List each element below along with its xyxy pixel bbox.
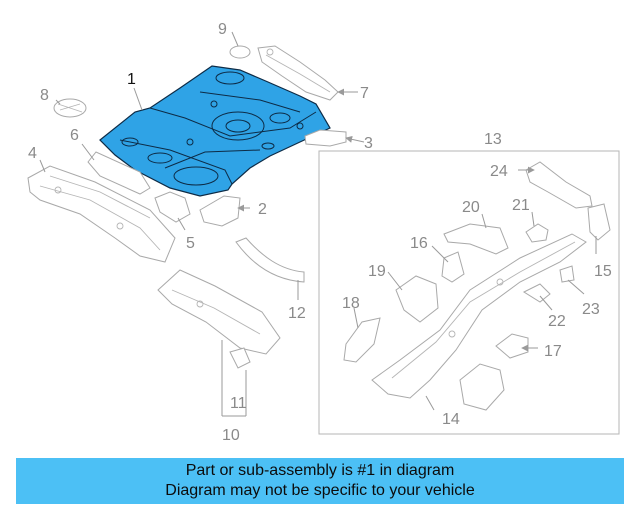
- part-24-reinforcement[interactable]: [525, 161, 593, 209]
- part-5-bracket[interactable]: [154, 191, 191, 223]
- part-14-housing[interactable]: [459, 363, 505, 411]
- part-11-bracket[interactable]: [229, 347, 251, 369]
- callout-24: 24: [490, 163, 508, 180]
- part-7-rear-member[interactable]: [257, 45, 339, 101]
- part-16-bracket[interactable]: [441, 251, 465, 283]
- part-22-bracket[interactable]: [522, 283, 551, 303]
- part-8-plug[interactable]: [53, 98, 87, 118]
- callout-14: 14: [442, 411, 460, 428]
- callout-4: 4: [28, 145, 37, 162]
- group-box-13: [318, 150, 620, 435]
- part-20-panel[interactable]: [443, 223, 509, 255]
- callout-19: 19: [368, 263, 386, 280]
- info-banner: Part or sub-assembly is #1 in diagram Di…: [16, 458, 624, 504]
- banner-line-2: Diagram may not be specific to your vehi…: [165, 482, 475, 499]
- callout-17: 17: [544, 343, 562, 360]
- part-2-gusset[interactable]: [199, 195, 241, 227]
- banner-line-1: Part or sub-assembly is #1 in diagram: [185, 462, 455, 479]
- callout-5: 5: [186, 235, 195, 252]
- part-10-side-member[interactable]: [157, 269, 281, 355]
- callout-13: 13: [484, 131, 502, 148]
- part-21-bracket[interactable]: [525, 223, 549, 243]
- part-19-bracket[interactable]: [395, 275, 439, 323]
- part-17-mount[interactable]: [495, 333, 529, 359]
- callout-16: 16: [410, 235, 428, 252]
- callout-8: 8: [40, 87, 49, 104]
- callout-7: 7: [360, 85, 369, 102]
- part-18-bracket[interactable]: [343, 317, 381, 363]
- callout-20: 20: [462, 199, 480, 216]
- callout-15: 15: [594, 263, 612, 280]
- callout-9: 9: [218, 21, 227, 38]
- callout-22: 22: [548, 313, 566, 330]
- part-1-rear-floor-pan[interactable]: [99, 65, 331, 197]
- part-14-rear-side-rail[interactable]: [371, 233, 587, 399]
- part-9-grommet[interactable]: [229, 45, 251, 59]
- callout-11: 11: [230, 395, 247, 412]
- callout-1: 1: [127, 71, 136, 88]
- leader-lines: [39, 31, 597, 417]
- callout-12: 12: [288, 305, 306, 322]
- callout-labels: 1 2 3 4 5 6 7 8 9 10 11 12 13 14 15 16 1…: [28, 21, 612, 444]
- part-4-side-rail[interactable]: [27, 165, 176, 263]
- callout-10: 10: [222, 427, 240, 444]
- callout-2: 2: [258, 201, 267, 218]
- callout-18: 18: [342, 295, 360, 312]
- part-23-clip[interactable]: [559, 265, 575, 283]
- part-12-curved-rail[interactable]: [235, 237, 305, 283]
- callout-6: 6: [70, 127, 79, 144]
- part-6-crossmember[interactable]: [87, 151, 151, 195]
- callout-23: 23: [582, 301, 600, 318]
- callout-21: 21: [512, 197, 530, 214]
- part-15-plate[interactable]: [587, 203, 611, 241]
- callout-3: 3: [364, 135, 373, 152]
